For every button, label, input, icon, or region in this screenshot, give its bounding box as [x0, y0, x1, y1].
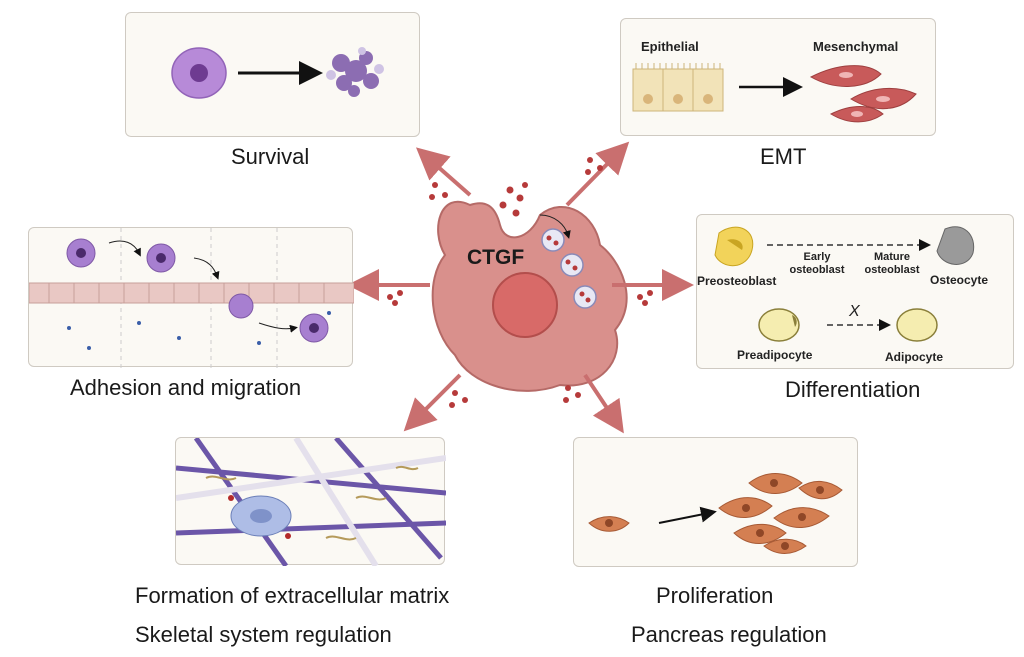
adhesion-caption: Adhesion and migration	[70, 375, 302, 400]
emt-panel: Epithelial Mesenchymal	[620, 18, 936, 136]
differentiation-caption: Differentiation	[785, 377, 921, 402]
early-osteoblast-label: Early osteoblast	[789, 251, 845, 276]
survival-panel	[125, 12, 420, 137]
proliferation-caption-1: Proliferation	[656, 583, 774, 608]
ecm-caption-2: Skeletal system regulation	[135, 622, 392, 647]
mature-osteoblast-label: Mature osteoblast	[864, 251, 920, 276]
secreted-ctgf-dots	[387, 157, 653, 408]
ecm-panel	[175, 437, 446, 566]
ctgf-label: CTGF	[467, 246, 525, 269]
ecm-caption-1: Formation of extracellular matrix	[135, 583, 450, 608]
ctgf-secreting-cell	[431, 182, 628, 392]
proliferation-panel	[573, 437, 858, 567]
blocked-mark: X	[849, 303, 860, 320]
preosteoblast-label: Preosteoblast	[697, 274, 777, 288]
osteocyte-label: Osteocyte	[930, 273, 989, 287]
apoptosis-illustration	[171, 47, 384, 99]
leukocyte-migration-illustration	[29, 228, 354, 368]
differentiation-panel: Preosteoblast Early osteoblast Mature os…	[696, 214, 1014, 369]
ctgf-arrows	[347, 141, 694, 434]
emt-illustration	[632, 63, 917, 123]
emt-caption: EMT	[760, 144, 807, 169]
emt-epithelial-label: Epithelial	[641, 39, 699, 54]
differentiation-illustration	[714, 226, 975, 342]
preadipocyte-label: Preadipocyte	[737, 348, 813, 362]
survival-caption: Survival	[231, 144, 310, 169]
adhesion-panel	[28, 227, 354, 368]
adipocyte-label: Adipocyte	[885, 350, 944, 364]
extracellular-matrix-illustration	[176, 438, 446, 566]
proliferation-caption-2: Pancreas regulation	[631, 622, 827, 647]
proliferation-illustration	[588, 473, 843, 554]
emt-mesenchymal-label: Mesenchymal	[813, 39, 899, 54]
